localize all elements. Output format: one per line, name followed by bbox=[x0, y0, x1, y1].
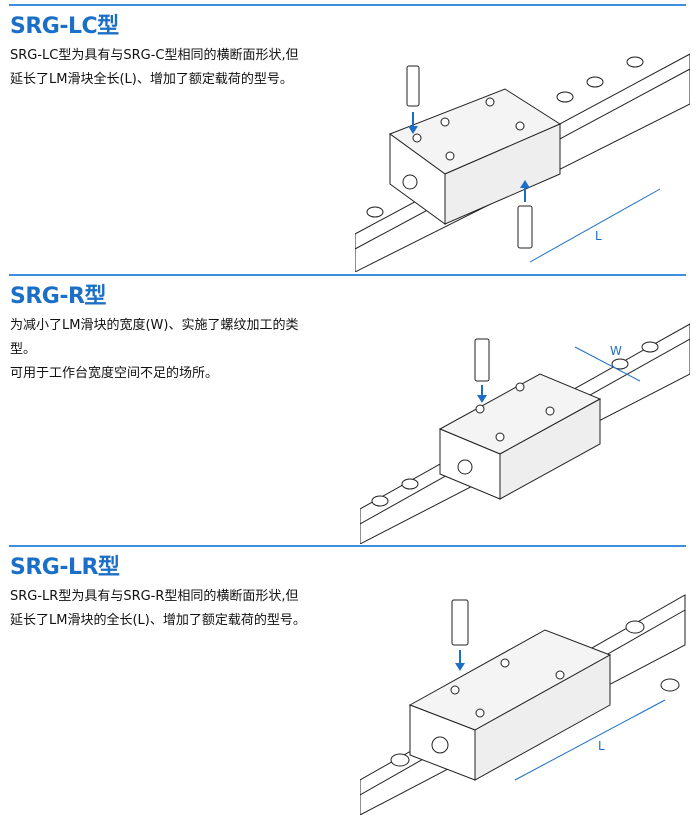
description-line: 延长了LM滑块全长(L)、增加了额定载荷的型号。 bbox=[10, 72, 293, 87]
description-line: 可用于工作台宽度空间不足的场所。 bbox=[10, 366, 219, 381]
section-srg-lr: SRG-LR型 SRG-LR型为具有与SRG-R型相同的横断面形状,但 延长了L… bbox=[0, 545, 700, 820]
section-divider bbox=[9, 545, 686, 547]
section-srg-lc: SRG-LC型 SRG-LC型为具有与SRG-C型相同的横断面形状,但 延长了L… bbox=[0, 4, 700, 272]
description-line: 延长了LM滑块的全长(L)、增加了额定载荷的型号。 bbox=[10, 613, 306, 628]
dimension-label: W bbox=[610, 344, 622, 358]
lm-guide-illustration: L bbox=[360, 594, 686, 815]
section-description: SRG-LC型为具有与SRG-C型相同的横断面形状,但 延长了LM滑块全长(L)… bbox=[10, 44, 340, 92]
description-line: 型。 bbox=[10, 342, 37, 357]
description-line: SRG-LC型为具有与SRG-C型相同的横断面形状,但 bbox=[10, 48, 299, 63]
section-description: SRG-LR型为具有与SRG-R型相同的横断面形状,但 延长了LM滑块的全长(L… bbox=[10, 585, 340, 633]
description-line: 为减小了LM滑块的宽度(W)、实施了螺纹加工的类 bbox=[10, 318, 299, 333]
lm-guide-illustration: L bbox=[355, 53, 690, 272]
description-line: SRG-LR型为具有与SRG-R型相同的横断面形状,但 bbox=[10, 589, 299, 604]
section-srg-r: SRG-R型 为减小了LM滑块的宽度(W)、实施了螺纹加工的类 型。 可用于工作… bbox=[0, 274, 700, 544]
dimension-label: L bbox=[598, 739, 605, 753]
section-divider bbox=[9, 274, 686, 276]
section-divider bbox=[9, 4, 686, 6]
section-title: SRG-R型 bbox=[10, 284, 106, 309]
section-title: SRG-LC型 bbox=[10, 14, 119, 39]
lm-guide-illustration: W bbox=[360, 323, 690, 544]
section-description: 为减小了LM滑块的宽度(W)、实施了螺纹加工的类 型。 可用于工作台宽度空间不足… bbox=[10, 314, 340, 386]
section-title: SRG-LR型 bbox=[10, 555, 120, 580]
dimension-label: L bbox=[595, 229, 602, 243]
